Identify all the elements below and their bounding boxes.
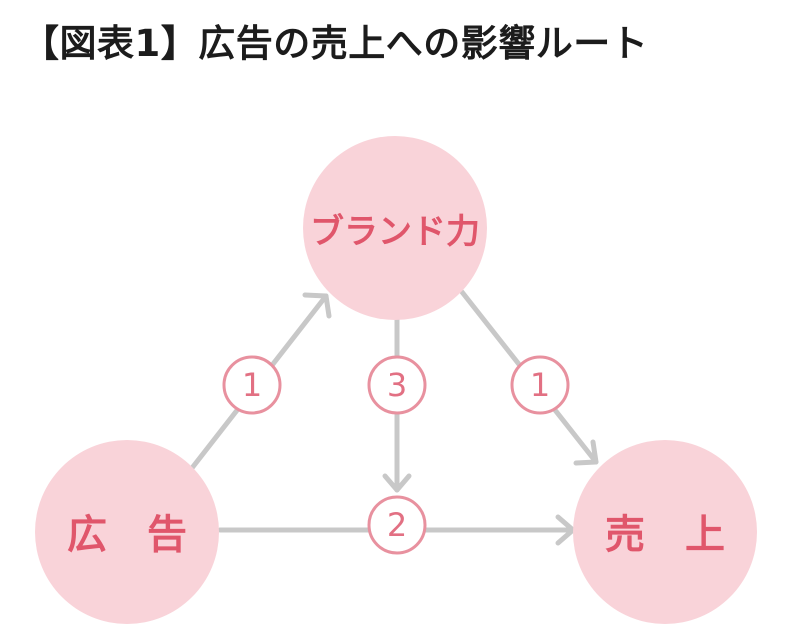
node-sales-label: 売 上 [605, 512, 725, 558]
route-badge-brand-to-route2-label: 3 [387, 366, 407, 404]
route-badge-ad-to-brand-label: 1 [242, 366, 262, 404]
nodes: ブランド力 広 告 売 上 [35, 136, 757, 624]
node-ad-label: 広 告 [67, 512, 187, 558]
page-title: 【図表1】広告の売上への影響ルート [22, 22, 649, 65]
route-badge-ad-to-sales: 2 [367, 495, 427, 555]
arrowhead-brand-to-route2 [382, 473, 412, 493]
route-badge-brand-to-route2: 3 [367, 355, 427, 415]
node-ad: 広 告 [35, 440, 219, 624]
arrowhead-ad-to-brand [302, 292, 332, 319]
node-ad-circle [35, 440, 219, 624]
node-brand-label: ブランド力 [310, 212, 480, 252]
route-badge-brand-to-route2-circle [367, 355, 427, 415]
route-badge-brand-to-sales-label: 1 [530, 366, 550, 404]
route-badge-brand-to-sales: 1 [510, 355, 570, 415]
route-badge-brand-to-sales-circle [510, 355, 570, 415]
route-badge-ad-to-sales-label: 2 [387, 506, 407, 544]
route-badge-ad-to-brand-circle [222, 355, 282, 415]
route-badge-ad-to-brand: 1 [222, 355, 282, 415]
arrowhead-brand-to-sales [573, 439, 599, 466]
node-brand-circle [303, 136, 487, 320]
route-badge-ad-to-sales-circle [367, 495, 427, 555]
route-badges: 1 3 1 2 [222, 355, 570, 555]
node-brand: ブランド力 [303, 136, 487, 320]
node-sales: 売 上 [573, 440, 757, 624]
node-sales-circle [573, 440, 757, 624]
arrowhead-ad-to-sales [555, 514, 576, 546]
